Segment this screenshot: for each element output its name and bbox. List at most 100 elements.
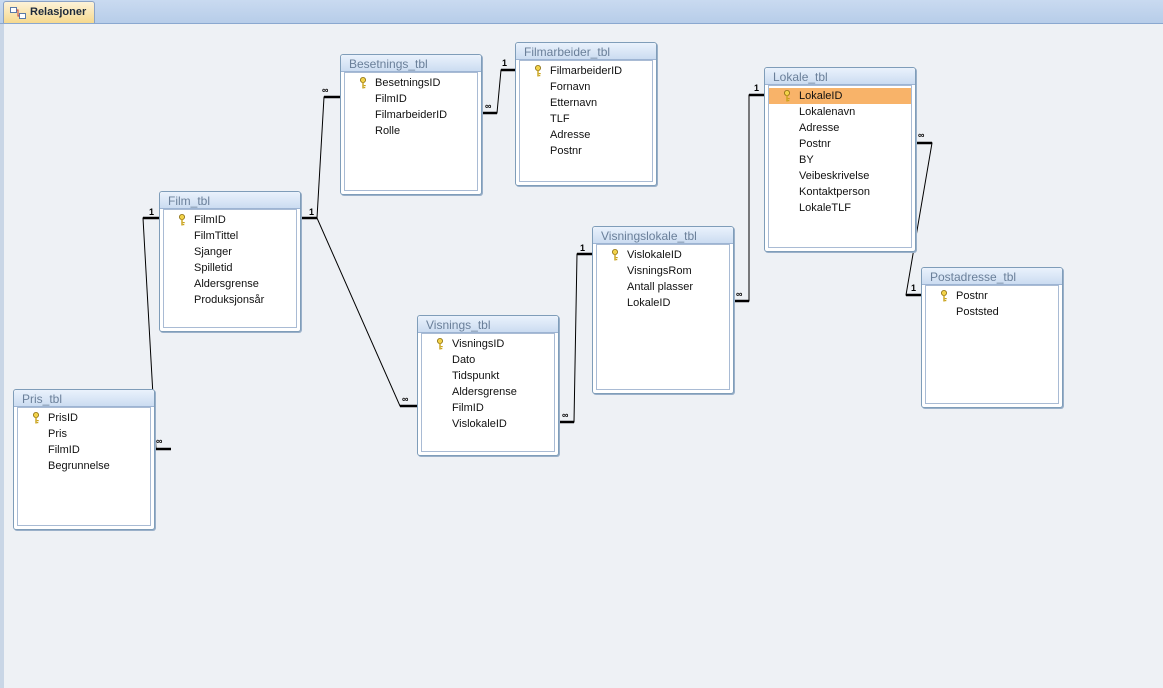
field-row[interactable]: Poststed: [926, 304, 1058, 320]
relationship-line: [559, 253, 592, 423]
relationship-line: [734, 94, 764, 302]
field-name: Aldersgrense: [452, 386, 517, 398]
field-row[interactable]: Antall plasser: [597, 279, 729, 295]
field-row[interactable]: VisningsID: [422, 336, 554, 352]
table-title[interactable]: Postadresse_tbl: [922, 268, 1062, 285]
field-row[interactable]: LokaleID: [769, 88, 911, 104]
field-name: LokaleID: [799, 90, 843, 102]
field-row[interactable]: Postnr: [520, 143, 652, 159]
field-name: Antall plasser: [627, 281, 694, 293]
field-row[interactable]: Tidspunkt: [422, 368, 554, 384]
cardinality-many: ∞: [918, 130, 925, 140]
field-row[interactable]: Produksjonsår: [164, 292, 296, 308]
field-name: Adresse: [799, 122, 840, 134]
cardinality-one: 1: [309, 207, 315, 217]
cardinality-many: ∞: [156, 436, 163, 446]
field-row[interactable]: VisningsRom: [597, 263, 729, 279]
cardinality-one: 1: [911, 283, 917, 293]
tab-relasjoner[interactable]: Relasjoner: [3, 1, 95, 23]
field-row[interactable]: Fornavn: [520, 79, 652, 95]
field-name: VisningsID: [452, 338, 505, 350]
field-row[interactable]: Lokalenavn: [769, 104, 911, 120]
field-row[interactable]: LokaleTLF: [769, 200, 911, 216]
cardinality-one: 1: [580, 243, 586, 253]
field-row[interactable]: Spilletid: [164, 260, 296, 276]
field-row[interactable]: Begrunnelse: [18, 458, 150, 474]
table-title[interactable]: Visnings_tbl: [418, 316, 558, 333]
field-row[interactable]: Etternavn: [520, 95, 652, 111]
field-row[interactable]: Rolle: [345, 123, 477, 139]
field-row[interactable]: PrisID: [18, 410, 150, 426]
cardinality-many: ∞: [736, 289, 743, 299]
field-row[interactable]: VislokaleID: [597, 247, 729, 263]
field-row[interactable]: FilmarbeiderID: [520, 63, 652, 79]
table-title[interactable]: Besetnings_tbl: [341, 55, 481, 72]
field-name: Postnr: [956, 290, 988, 302]
field-row[interactable]: BY: [769, 152, 911, 168]
field-row[interactable]: Pris: [18, 426, 150, 442]
field-name: Aldersgrense: [194, 278, 259, 290]
cardinality-many: ∞: [562, 410, 569, 420]
field-row[interactable]: Veibeskrivelse: [769, 168, 911, 184]
table-title[interactable]: Filmarbeider_tbl: [516, 43, 656, 60]
primary-key-icon: [360, 77, 366, 89]
field-row[interactable]: Adresse: [520, 127, 652, 143]
table-title[interactable]: Pris_tbl: [14, 390, 154, 407]
field-name: FilmarbeiderID: [550, 65, 623, 77]
field-row[interactable]: FilmTittel: [164, 228, 296, 244]
field-row[interactable]: BesetningsID: [345, 75, 477, 91]
table-title[interactable]: Visningslokale_tbl: [593, 227, 733, 244]
field-row[interactable]: Aldersgrense: [164, 276, 296, 292]
field-name: Postnr: [550, 145, 582, 157]
field-row[interactable]: Kontaktperson: [769, 184, 911, 200]
field-name: Adresse: [550, 129, 591, 141]
field-row[interactable]: FilmID: [18, 442, 150, 458]
field-row[interactable]: Dato: [422, 352, 554, 368]
field-row[interactable]: FilmID: [422, 400, 554, 416]
field-row[interactable]: FilmarbeiderID: [345, 107, 477, 123]
field-row[interactable]: Sjanger: [164, 244, 296, 260]
field-name: Produksjonsår: [194, 294, 265, 306]
primary-key-icon: [437, 338, 443, 350]
cardinality-many: ∞: [402, 394, 409, 404]
field-row[interactable]: TLF: [520, 111, 652, 127]
field-row[interactable]: Postnr: [926, 288, 1058, 304]
field-row[interactable]: LokaleID: [597, 295, 729, 311]
field-row[interactable]: FilmID: [345, 91, 477, 107]
cardinality-many: ∞: [322, 85, 329, 95]
field-row[interactable]: FilmID: [164, 212, 296, 228]
table-title[interactable]: Film_tbl: [160, 192, 300, 209]
field-name: FilmID: [452, 402, 484, 414]
table-title[interactable]: Lokale_tbl: [765, 68, 915, 85]
field-name: Postnr: [799, 138, 831, 150]
field-row[interactable]: Aldersgrense: [422, 384, 554, 400]
cardinality-one: 1: [149, 207, 155, 217]
primary-key-icon: [179, 214, 185, 226]
primary-key-icon: [784, 90, 790, 102]
field-name: Poststed: [956, 306, 999, 318]
document-tab-bar: Relasjoner: [0, 0, 1163, 24]
primary-key-icon: [941, 290, 947, 302]
field-row[interactable]: Adresse: [769, 120, 911, 136]
field-row[interactable]: VislokaleID: [422, 416, 554, 432]
field-row[interactable]: Postnr: [769, 136, 911, 152]
field-name: Etternavn: [550, 97, 598, 109]
field-name: TLF: [550, 113, 570, 125]
